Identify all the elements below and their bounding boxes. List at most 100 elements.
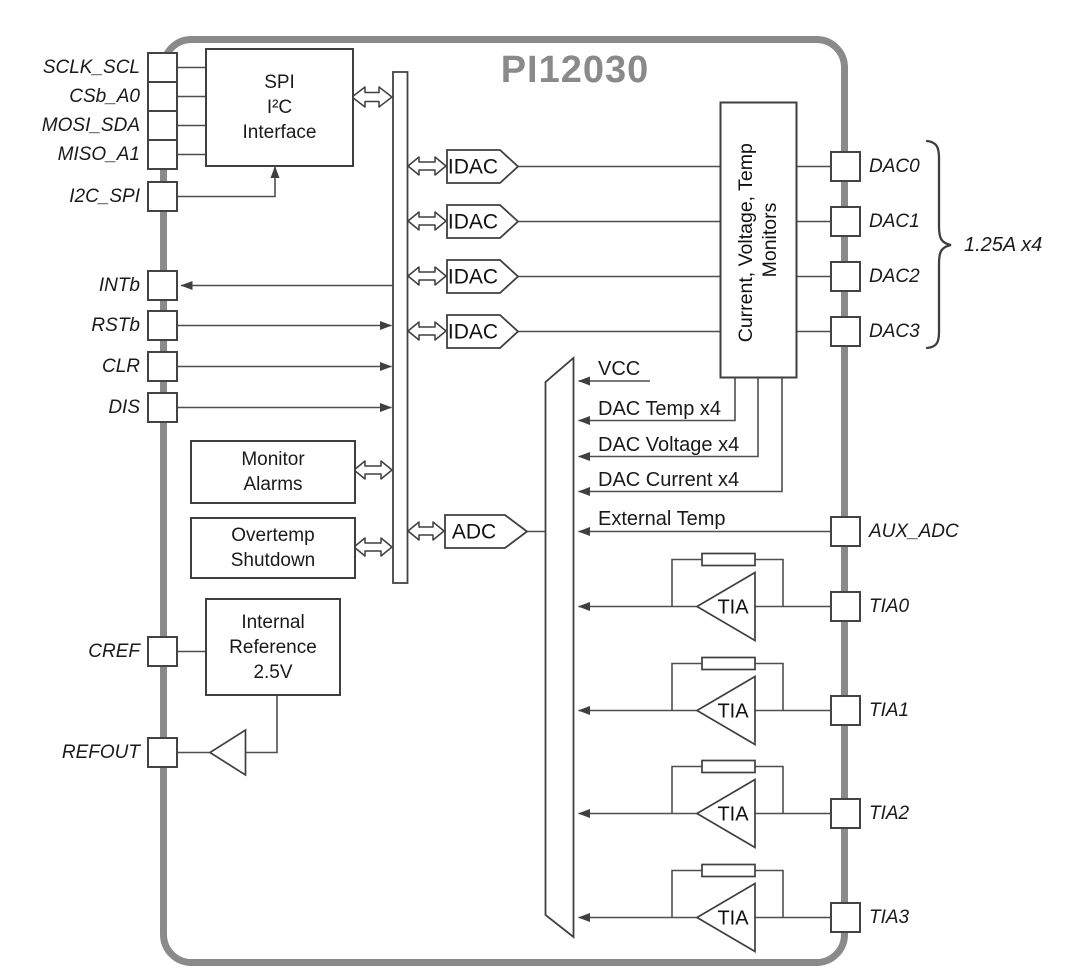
overtemp-shutdown-block: Overtemp Shutdown	[190, 517, 356, 579]
pin-box-tia1	[830, 695, 861, 726]
pin-label-sclk-scl: SCLK_SCL	[42, 56, 140, 78]
monitor-alarms-line1: Monitor	[241, 449, 305, 470]
idac3-label: IDAC	[448, 321, 498, 344]
pin-box-tia2	[830, 798, 861, 829]
pin-box-cref	[147, 636, 178, 667]
signal-label-vcc: VCC	[598, 358, 641, 380]
pin-box-dac2	[830, 261, 861, 292]
pin-label-dac3: DAC3	[869, 320, 920, 342]
internal-reference-line1: Internal	[241, 611, 305, 633]
idac1-block	[446, 204, 520, 239]
dac-group-brace	[925, 139, 952, 350]
spi-block-line1: SPI	[264, 72, 295, 93]
spi-block-line2: I²C	[266, 97, 293, 118]
idac3-block	[446, 314, 520, 349]
tia1-feedback-resistor	[701, 656, 756, 671]
signal-label-dac-temp: DAC Temp x4	[598, 398, 722, 420]
overtemp-shutdown-line1: Overtemp	[231, 525, 315, 546]
connection-lines	[177, 66, 831, 922]
pin-label-tia3: TIA3	[869, 906, 910, 928]
tia2-amp	[695, 778, 756, 849]
pin-label-miso-a1: MISO_A1	[57, 143, 140, 165]
bidir-arrow-idac1	[407, 211, 447, 231]
bidir-arrow-spi-bus	[351, 86, 393, 108]
pin-label-tia2: TIA2	[869, 802, 910, 824]
pin-label-rstb: RSTb	[91, 314, 140, 336]
bidir-arrow-idac3	[407, 321, 447, 341]
pin-label-tia1: TIA1	[869, 699, 910, 721]
monitors-block-label: Current, Voltage, Temp Monitors	[735, 138, 781, 343]
pin-label-cref: CREF	[88, 640, 140, 662]
wire-tia3-fb-right	[755, 869, 784, 918]
wire-tia3-fb-left	[671, 869, 702, 918]
pin-box-dis	[147, 392, 178, 423]
wire-tia1-fb-right	[755, 662, 784, 711]
bidir-arrow-bus-adc	[407, 521, 445, 541]
idac2-label: IDAC	[448, 266, 498, 289]
wire-tia1-fb-left	[671, 662, 702, 711]
pin-label-dac1: DAC1	[869, 210, 920, 232]
pin-label-intb: INTb	[98, 274, 140, 296]
pin-label-dis: DIS	[108, 396, 140, 418]
wire-tia2-fb-right	[755, 765, 784, 814]
reference-buffer-amp	[208, 728, 247, 777]
wire-dac-temp	[578, 377, 736, 425]
tia0-amp	[695, 571, 756, 642]
internal-reference-line3: 2.5V	[253, 661, 293, 683]
overtemp-shutdown-line2: Shutdown	[230, 550, 316, 571]
bidir-arrow-overtemp	[353, 537, 393, 557]
monitors-block	[719, 101, 798, 379]
pin-label-aux-adc: AUX_ADC	[869, 520, 959, 542]
pin-box-i2c-spi	[147, 181, 178, 212]
pin-label-tia0: TIA0	[869, 595, 910, 617]
tia0-label: TIA	[717, 597, 749, 619]
bidir-arrow-monitor-alarms	[353, 460, 393, 480]
tia1-label: TIA	[717, 701, 749, 723]
wire-tia2-fb-left	[671, 765, 702, 814]
adc-label: ADC	[452, 521, 496, 544]
pin-label-i2c-spi: I2C_SPI	[69, 185, 140, 207]
signal-label-dac-current: DAC Current x4	[598, 469, 740, 491]
spi-i2c-interface-block: SPI I²C Interface	[205, 48, 354, 167]
idac2-block	[446, 259, 520, 294]
pin-box-mosi-sda	[147, 110, 178, 141]
pin-box-intb	[147, 270, 178, 301]
idac1-label: IDAC	[448, 211, 498, 234]
adc-block	[444, 514, 529, 549]
wire-tia0-fb-left	[671, 558, 702, 607]
wire-tia0-fb-right	[755, 558, 784, 607]
bidir-arrow-idac2	[407, 266, 447, 286]
dac-output-rating: 1.25A x4	[964, 234, 1043, 256]
left-pin-boxes	[147, 52, 178, 768]
wire-ref-to-buffer	[246, 692, 278, 754]
tia-labels: TIA TIA TIA TIA	[717, 597, 749, 930]
wire-dac-current	[578, 377, 783, 496]
pin-box-clr	[147, 351, 178, 382]
tia1-amp	[695, 675, 756, 746]
pin-box-sclk-scl	[147, 52, 178, 83]
idac-labels: IDAC IDAC IDAC IDAC	[448, 156, 498, 344]
chip-title: PI12030	[500, 49, 650, 91]
pin-box-dac1	[830, 206, 861, 237]
pin-box-tia3	[830, 902, 861, 933]
tia3-amp	[695, 882, 756, 953]
monitor-alarms-line2: Alarms	[243, 474, 303, 495]
pin-box-tia0	[830, 591, 861, 622]
pin-label-dac2: DAC2	[869, 265, 920, 287]
pin-label-refout: REFOUT	[61, 741, 140, 763]
idac0-block	[446, 149, 520, 184]
pin-label-csb-a0: CSb_A0	[69, 85, 140, 107]
internal-reference-line2: Reference	[229, 636, 317, 658]
monitors-label-line2: Monitors	[759, 202, 781, 277]
pin-box-aux-adc	[830, 516, 861, 547]
signal-label-dac-voltage: DAC Voltage x4	[598, 434, 740, 456]
tia2-feedback-resistor	[701, 759, 756, 774]
tia2-label: TIA	[717, 804, 749, 826]
bidirectional-arrows	[351, 86, 447, 557]
internal-reference-block: Internal Reference 2.5V	[205, 598, 341, 696]
pin-box-miso-a1	[147, 139, 178, 170]
pin-box-refout	[147, 737, 178, 768]
right-pin-boxes	[830, 151, 861, 933]
